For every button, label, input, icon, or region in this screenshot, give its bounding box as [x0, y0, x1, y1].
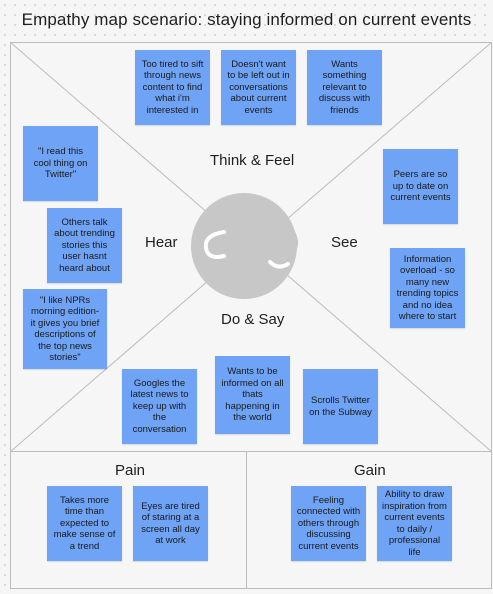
- see-label: See: [331, 234, 358, 251]
- sticky-note[interactable]: Takes more time than expected to make se…: [47, 486, 122, 561]
- sticky-note[interactable]: Wants something relevant to discuss with…: [307, 50, 382, 125]
- sticky-note[interactable]: Others talk about trending stories this …: [47, 208, 122, 283]
- sticky-note[interactable]: Too tired to sift through news content t…: [135, 50, 210, 125]
- sticky-note[interactable]: Eyes are tired of staring at a screen al…: [133, 486, 208, 561]
- sticky-note[interactable]: Googles the latest news to keep up with …: [122, 369, 197, 444]
- user-face-icon: [191, 193, 299, 299]
- pain-gain-divider: [246, 452, 247, 589]
- sticky-note[interactable]: Feeling connected with others through di…: [291, 486, 366, 561]
- pain-label: Pain: [115, 462, 146, 479]
- sticky-note[interactable]: Doesn't want to be left out in conversat…: [221, 50, 296, 125]
- gain-label: Gain: [354, 462, 386, 479]
- hear-label: Hear: [145, 234, 178, 251]
- quadrant-dividers: [10, 42, 492, 452]
- sticky-note[interactable]: Scrolls Twitter on the Subway: [303, 369, 378, 444]
- sticky-note[interactable]: Ability to draw inspiration from current…: [377, 486, 452, 561]
- sticky-note[interactable]: Peers are so up to date on current event…: [383, 149, 458, 224]
- sticky-note[interactable]: Information overload - so many new trend…: [390, 248, 465, 328]
- do-say-label: Do & Say: [221, 311, 285, 328]
- think-feel-label: Think & Feel: [210, 152, 295, 169]
- sticky-note[interactable]: "I like NPRs morning edition- it gives y…: [23, 289, 107, 369]
- sticky-note[interactable]: "I read this cool thing on Twitter": [23, 126, 98, 201]
- board-title: Empathy map scenario: staying informed o…: [21, 10, 472, 29]
- sticky-note[interactable]: Wants to be informed on all thats happen…: [215, 356, 290, 434]
